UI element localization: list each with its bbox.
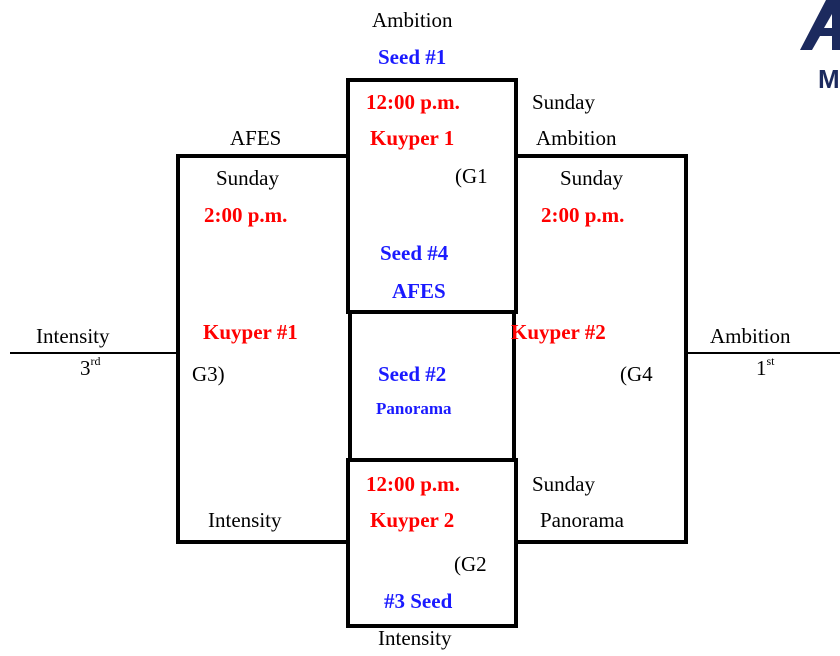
- game3-field: Kuyper #1: [203, 320, 298, 344]
- game1-bottom-seed: Seed #4: [380, 241, 449, 265]
- game4-bracket-box: [512, 154, 688, 544]
- game4-field: Kuyper #2: [511, 320, 606, 344]
- game1-top-seed: Seed #1: [378, 45, 447, 69]
- game3-time: 2:00 p.m.: [204, 203, 288, 227]
- first-place-team: Ambition: [710, 324, 791, 348]
- game1-field: Kuyper 1: [370, 126, 455, 150]
- game4-time: 2:00 p.m.: [541, 203, 625, 227]
- third-place-line: [10, 352, 178, 354]
- game3-day: Sunday: [216, 166, 279, 190]
- game4-bottom-day: Sunday: [532, 472, 595, 496]
- league-logo-icon: M: [800, 0, 840, 94]
- first-place-suffix: st: [766, 354, 775, 368]
- game3-bottom-team: Intensity: [208, 508, 282, 532]
- game4-bottom-team: Panorama: [540, 508, 624, 532]
- game4-top-day: Sunday: [532, 90, 595, 114]
- game4-day: Sunday: [560, 166, 623, 190]
- game1-label: (G1: [455, 164, 488, 188]
- game2-label: (G2: [454, 552, 487, 576]
- game4-top-team: Ambition: [536, 126, 617, 150]
- game2-bottom-team: Intensity: [378, 626, 452, 650]
- game4-label: (G4: [620, 362, 653, 386]
- first-place-rank: 1st: [756, 355, 775, 380]
- game2-time: 12:00 p.m.: [366, 472, 460, 496]
- center-seed: Seed #2: [378, 362, 447, 386]
- center-team: Panorama: [376, 399, 452, 418]
- first-place-line: [686, 352, 840, 354]
- logo-letter: M: [818, 64, 840, 94]
- game1-time: 12:00 p.m.: [366, 90, 460, 114]
- game3-label: G3): [192, 362, 225, 386]
- game2-field: Kuyper 2: [370, 508, 455, 532]
- game2-box: [346, 458, 518, 628]
- game3-bracket-box: [176, 154, 352, 544]
- third-place-suffix: rd: [90, 354, 101, 368]
- game2-seed: #3 Seed: [384, 589, 453, 613]
- game1-top-team: Ambition: [372, 8, 453, 32]
- first-place-number: 1: [756, 356, 767, 380]
- third-place-team: Intensity: [36, 324, 110, 348]
- third-place-rank: 3rd: [80, 355, 101, 380]
- game1-box: [346, 78, 518, 314]
- game3-top-team: AFES: [230, 126, 282, 150]
- third-place-number: 3: [80, 356, 91, 380]
- game1-bottom-team: AFES: [392, 279, 446, 303]
